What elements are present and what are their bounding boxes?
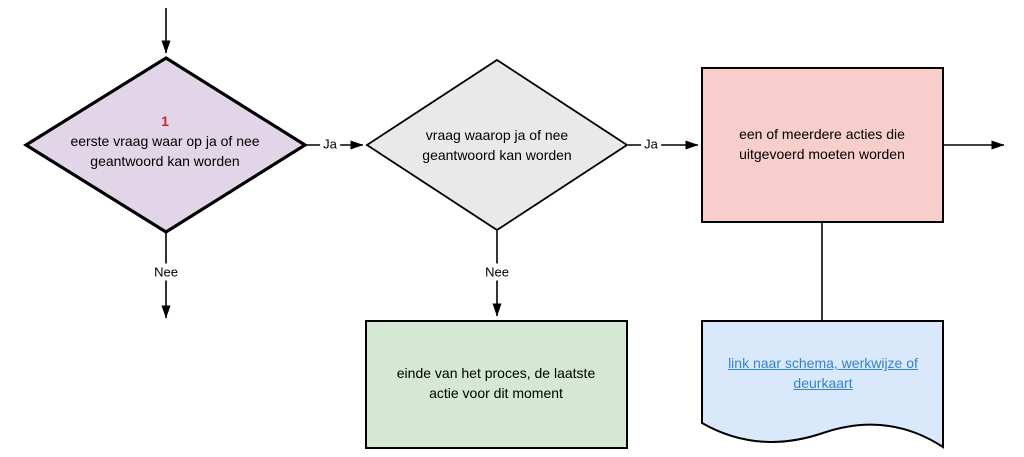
decision1-label: eerste vraag waar op ja of nee geantwoor… [70, 133, 260, 169]
edge-label-nee1: Nee [151, 263, 181, 281]
decision2-label: vraag waarop ja of nee geantwoord kan wo… [422, 127, 572, 163]
action-rectangle [701, 67, 944, 223]
end-label: einde van het proces, de laatste actie v… [396, 365, 596, 401]
decision1-number: 1 [161, 113, 169, 129]
edge-label-nee2: Nee [482, 263, 512, 281]
document-link[interactable]: link naar schema, werkwijze of deurkaart [728, 355, 918, 391]
action-label: een of meerdere acties die uitgevoerd mo… [739, 126, 905, 162]
document-shape [701, 320, 944, 449]
edge-label-ja1: Ja [320, 135, 340, 153]
decision2-diamond [365, 58, 629, 232]
decision1-label-block: 1 eerste vraag waar op ja of nee geantwo… [48, 111, 283, 171]
document-label-wrap: link naar schema, werkwijze of deurkaart [711, 353, 936, 393]
end-rectangle [365, 320, 628, 449]
edge-label-ja2: Ja [641, 135, 661, 153]
decision1-diamond [22, 56, 309, 234]
